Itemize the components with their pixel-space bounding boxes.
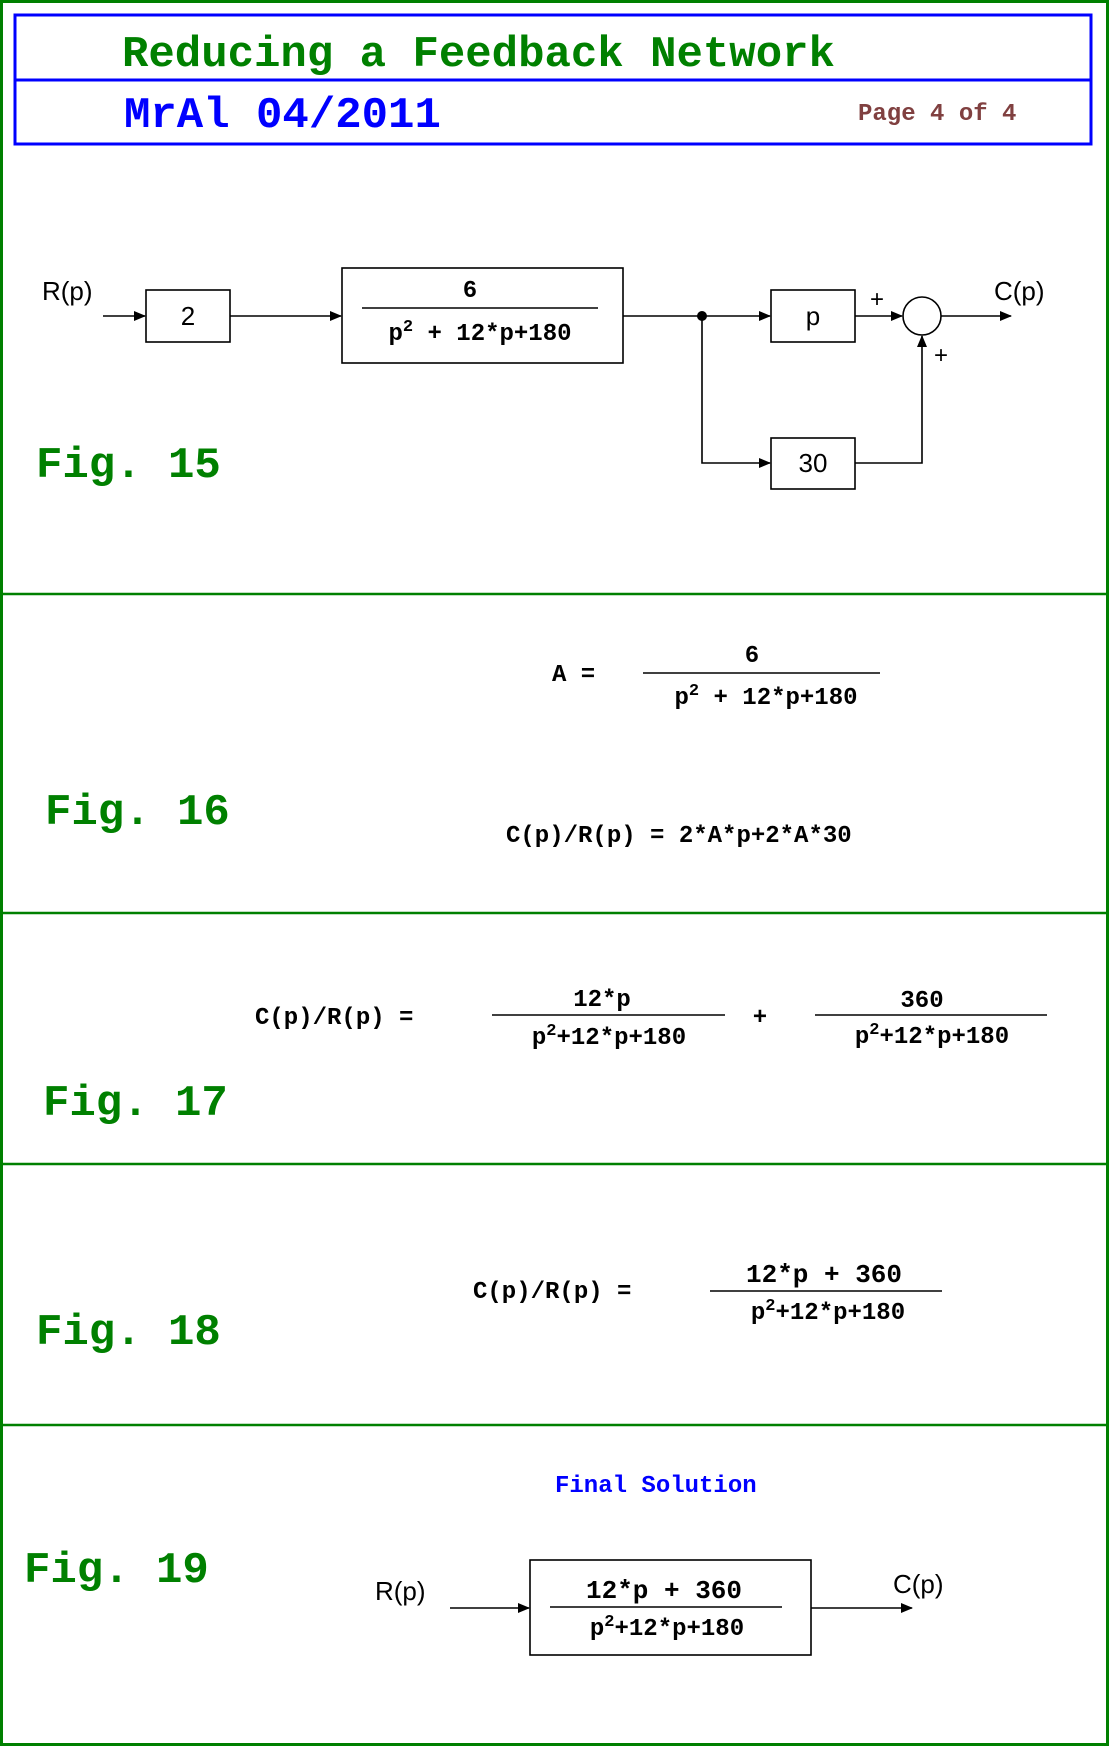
fig18-numerator: 12*p + 360 xyxy=(746,1260,902,1290)
fig18-denominator: p2+12*p+180 xyxy=(751,1297,905,1327)
fig16-a-denominator: p2 + 12*p+180 xyxy=(674,682,857,712)
fig16-a-numerator: 6 xyxy=(745,643,759,670)
fig19-label: Fig. 19 xyxy=(24,1546,209,1596)
page-number: Page 4 of 4 xyxy=(858,101,1016,128)
fig15-tf-numerator: 6 xyxy=(463,278,477,305)
fig19-output-label: C(p) xyxy=(893,1569,944,1599)
fig19-numerator: 12*p + 360 xyxy=(586,1576,742,1606)
fig17-label: Fig. 17 xyxy=(43,1079,228,1129)
fig17-term1-denominator: p2+12*p+180 xyxy=(532,1022,686,1052)
fig17-term2-denominator: p2+12*p+180 xyxy=(855,1021,1009,1051)
final-solution-heading: Final Solution xyxy=(555,1473,757,1500)
fig15-sum-sign-top: + xyxy=(870,286,884,313)
fig17-plus: + xyxy=(753,1005,767,1032)
fig15-p-block xyxy=(770,289,856,343)
author-date: MrAl 04/2011 xyxy=(124,91,441,141)
fig15-sum-sign-bottom: + xyxy=(934,342,948,369)
fig15-gain-block xyxy=(145,289,231,343)
fig15-summing-junction xyxy=(902,296,942,336)
fig15-p-value: p xyxy=(806,301,820,331)
fig18-lhs: C(p)/R(p) = xyxy=(473,1279,631,1306)
fig16-label: Fig. 16 xyxy=(45,788,230,838)
fig15-label: Fig. 15 xyxy=(36,441,221,491)
fig15-gain-value: 2 xyxy=(181,301,195,331)
fig15-30-block xyxy=(770,437,856,490)
fig15-input-label: R(p) xyxy=(42,276,93,306)
fig19-denominator: p2+12*p+180 xyxy=(590,1613,744,1643)
fig18-label: Fig. 18 xyxy=(36,1308,221,1358)
fig15-tf-block xyxy=(341,267,624,364)
fig16-relation: C(p)/R(p) = 2*A*p+2*A*30 xyxy=(506,823,852,850)
fig15-output-label: C(p) xyxy=(994,276,1045,306)
fig19-input-label: R(p) xyxy=(375,1576,426,1606)
fig15-tf-denominator: p2 + 12*p+180 xyxy=(388,318,571,348)
fig15-branch-arrow xyxy=(701,316,771,468)
fig17-term2-numerator: 360 xyxy=(900,988,943,1015)
fig17-term1-numerator: 12*p xyxy=(573,987,631,1014)
fig17-lhs: C(p)/R(p) = xyxy=(255,1005,413,1032)
fig16-a-lhs: A = xyxy=(552,662,595,689)
page-title: Reducing a Feedback Network xyxy=(122,30,835,80)
fig15-feedforward-arrow xyxy=(855,335,927,464)
fig15-30-value: 30 xyxy=(799,448,828,478)
